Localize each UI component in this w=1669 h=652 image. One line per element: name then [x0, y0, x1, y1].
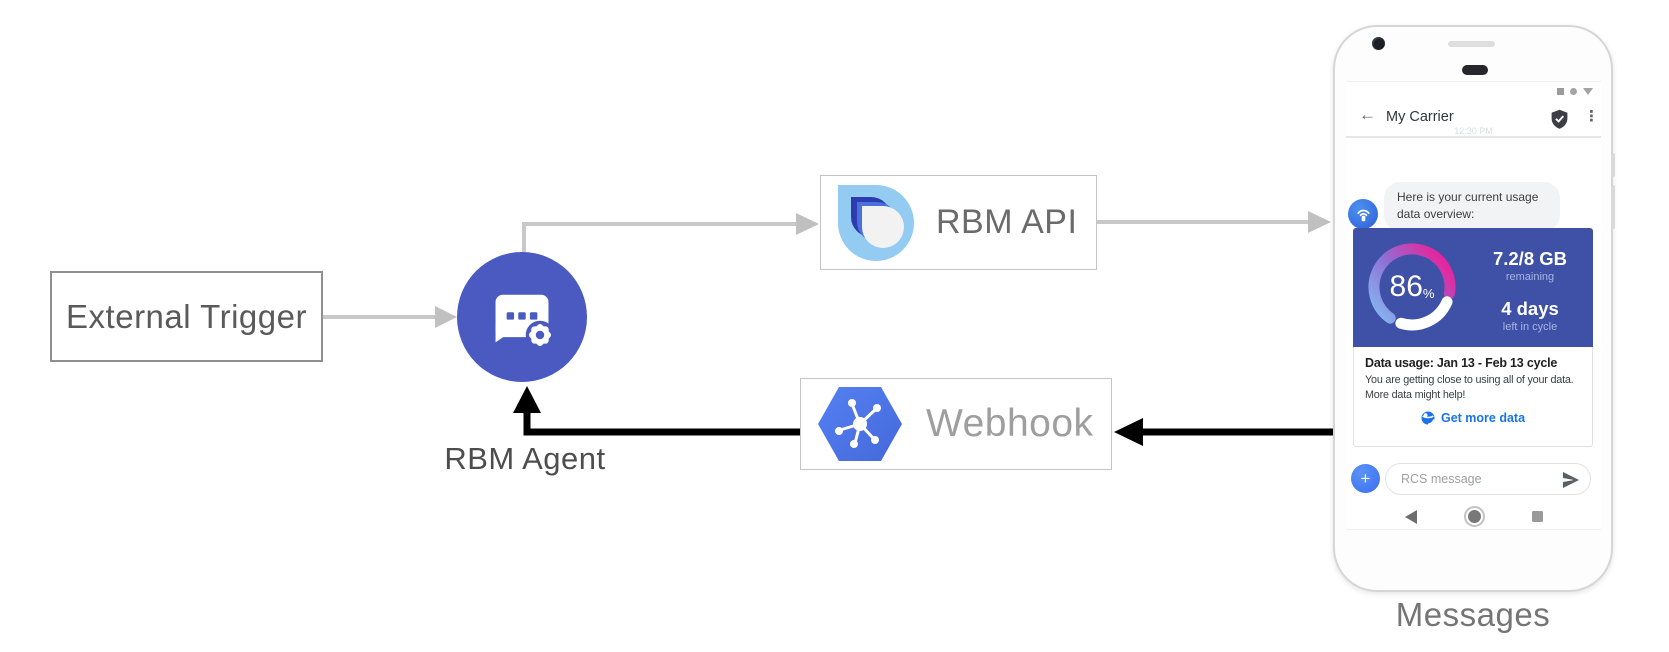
nav-recents-icon[interactable]: [1531, 511, 1543, 522]
front-camera: [1372, 37, 1385, 50]
arrow-trigger-to-agent: [323, 306, 457, 328]
status-circle-icon: [1570, 88, 1577, 95]
external-trigger-label: External Trigger: [66, 297, 307, 335]
webhook-label: Webhook: [926, 402, 1094, 445]
status-bar: [1557, 88, 1593, 95]
webhook-node: Webhook: [800, 378, 1112, 470]
incoming-message-bubble: Here is your current usage data overview…: [1384, 182, 1560, 231]
speaker-grille: [1448, 41, 1495, 47]
gauge-percent: 86 %: [1362, 237, 1462, 337]
external-trigger-node: External Trigger: [50, 271, 323, 362]
arrow-agent-to-api: [522, 213, 819, 252]
cycle-days-value: 4 days: [1501, 298, 1559, 319]
phone-caption: Messages: [1395, 596, 1551, 633]
globe-icon: [1421, 411, 1435, 425]
message-input-pill: [1385, 463, 1591, 495]
gauge-percent-unit: %: [1422, 285, 1435, 301]
gauge-percent-value: 86: [1389, 270, 1423, 303]
rbm-agent-node: [457, 252, 587, 382]
usage-card: 86 % 7.2/8 GB remaining 4 days left in c…: [1353, 228, 1593, 347]
android-nav-bar: [1346, 506, 1601, 527]
status-triangle-icon: [1583, 88, 1593, 95]
agent-avatar: [1348, 199, 1378, 229]
earpiece: [1462, 65, 1488, 75]
phone-screen: ← My Carrier ⋮ 12:30 PM Here is your cur…: [1346, 81, 1601, 530]
attach-plus-button[interactable]: +: [1351, 464, 1380, 493]
remaining-label: remaining: [1505, 271, 1555, 283]
remaining-value: 7.2/8 GB: [1492, 248, 1568, 269]
arrow-phone-to-webhook: [1114, 418, 1333, 446]
cycle-days-label: left in cycle: [1502, 321, 1558, 333]
get-more-data-button[interactable]: Get more data: [1365, 411, 1581, 425]
nav-home-icon[interactable]: [1463, 506, 1485, 527]
arrow-api-to-phone: [1097, 211, 1331, 233]
arrow-webhook-to-agent: [513, 386, 800, 436]
status-square-icon: [1557, 88, 1564, 95]
overflow-menu-icon[interactable]: ⋮: [1584, 108, 1599, 125]
power-button: [1611, 153, 1615, 177]
cloud-hexagon-icon: [818, 387, 902, 461]
rbm-api-node: RBM API: [820, 175, 1097, 270]
info-card-title: Data usage: Jan 13 - Feb 13 cycle: [1365, 356, 1558, 370]
chat-agent-icon: [495, 294, 555, 350]
rbm-api-logo-icon: [838, 184, 914, 261]
rbm-agent-label: RBM Agent: [444, 441, 606, 476]
gear-icon: [525, 320, 555, 350]
phone-mockup: ← My Carrier ⋮ 12:30 PM Here is your cur…: [1333, 25, 1615, 592]
send-icon[interactable]: [1562, 471, 1580, 489]
volume-button: [1611, 185, 1615, 229]
info-card-body: You are getting close to using all of yo…: [1365, 374, 1574, 402]
usage-gauge: [1368, 243, 1456, 331]
header-divider: [1346, 136, 1601, 138]
verified-badge-icon: [1551, 109, 1568, 129]
back-arrow-icon[interactable]: ←: [1359, 105, 1376, 124]
get-more-data-label: Get more data: [1440, 410, 1526, 425]
rbm-api-label: RBM API: [936, 203, 1078, 241]
usage-info-card: Data usage: Jan 13 - Feb 13 cycle You ar…: [1353, 347, 1593, 447]
message-timestamp: 12:30 PM: [1454, 126, 1493, 136]
antenna-icon: [1356, 209, 1370, 221]
nav-back-icon[interactable]: [1404, 509, 1417, 524]
usage-summary: 7.2/8 GB remaining 4 days left in cycle: [1473, 248, 1587, 333]
rcs-message-input[interactable]: [1399, 471, 1543, 487]
conversation-title: My Carrier: [1386, 109, 1454, 125]
